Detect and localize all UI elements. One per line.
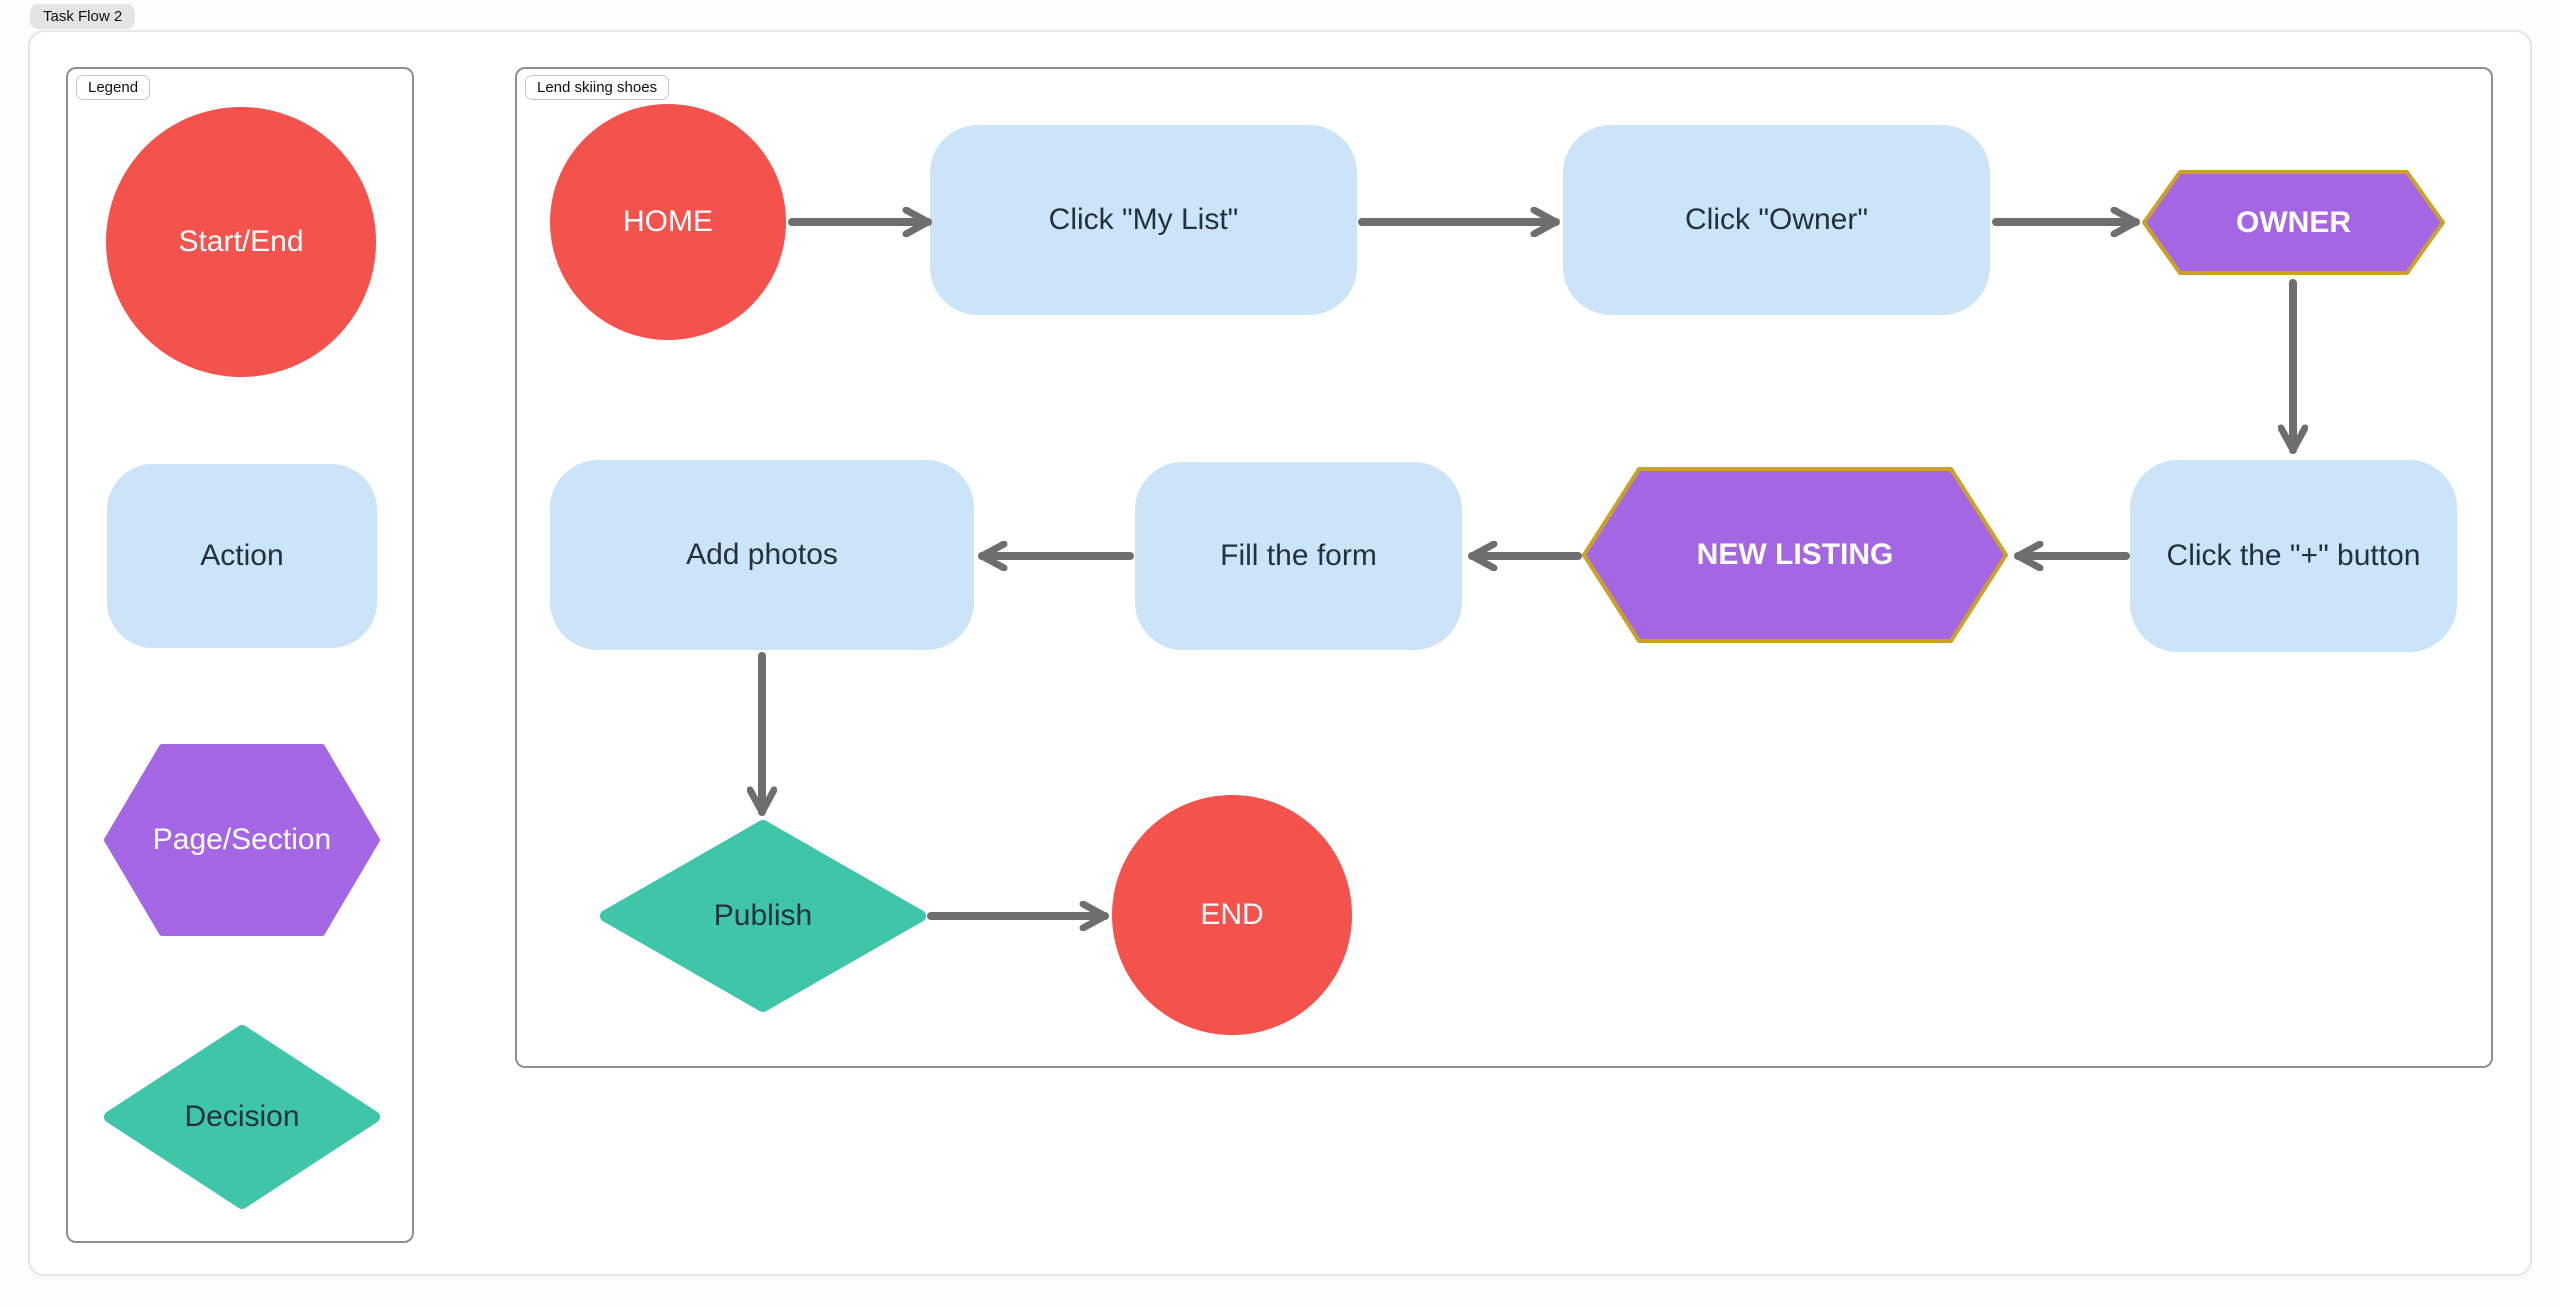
node-owner[interactable]: OWNER [2142, 170, 2445, 275]
hexagon-shape [1582, 467, 2008, 643]
frame-tag-lend-skiing-shoes[interactable]: Lend skiing shoes [525, 75, 670, 100]
node-publish-label: Publish [713, 899, 813, 932]
node-click-owner-label: Click "Owner" [1685, 203, 1868, 236]
node-home[interactable]: HOME [550, 104, 786, 340]
legend-action-shape[interactable]: Action [107, 464, 377, 648]
legend-decision-shape[interactable]: Decision [104, 1025, 380, 1209]
node-add-photos-label: Add photos [686, 538, 838, 571]
diamond-shape [600, 820, 926, 1012]
node-click-my-list[interactable]: Click "My List" [930, 125, 1357, 315]
node-fill-the-form-label: Fill the form [1220, 539, 1377, 572]
node-new-listing[interactable]: NEW LISTING [1582, 467, 2008, 643]
node-owner-label: OWNER [2236, 205, 2351, 239]
frame-tag-task-flow-2[interactable]: Task Flow 2 [30, 4, 136, 29]
diamond-shape [104, 1025, 380, 1209]
node-click-plus-button-label: Click the "+" button [2166, 539, 2421, 572]
node-home-label: HOME [623, 205, 713, 238]
legend-decision-label: Decision [184, 1100, 300, 1133]
hexagon-shape [2142, 170, 2445, 275]
node-click-owner[interactable]: Click "Owner" [1563, 125, 1990, 315]
node-publish[interactable]: Publish [600, 820, 926, 1012]
legend-action-label: Action [200, 539, 284, 572]
legend-frame[interactable]: Legend Start/End Action Page/Section Dec… [66, 67, 414, 1243]
node-add-photos[interactable]: Add photos [550, 460, 974, 650]
legend-page-section-label: Page/Section [152, 823, 332, 856]
node-click-my-list-label: Click "My List" [1048, 203, 1239, 236]
frame-tag-legend[interactable]: Legend [76, 75, 151, 100]
node-end[interactable]: END [1112, 795, 1352, 1035]
node-click-plus-button[interactable]: Click the "+" button [2130, 460, 2457, 652]
node-fill-the-form[interactable]: Fill the form [1135, 462, 1462, 650]
node-new-listing-label: NEW LISTING [1696, 538, 1894, 571]
hexagon-shape [104, 744, 380, 936]
node-end-label: END [1200, 898, 1264, 931]
legend-start-end-shape[interactable]: Start/End [106, 107, 376, 377]
legend-page-section-shape[interactable]: Page/Section [104, 744, 380, 936]
legend-start-end-label: Start/End [178, 225, 304, 258]
